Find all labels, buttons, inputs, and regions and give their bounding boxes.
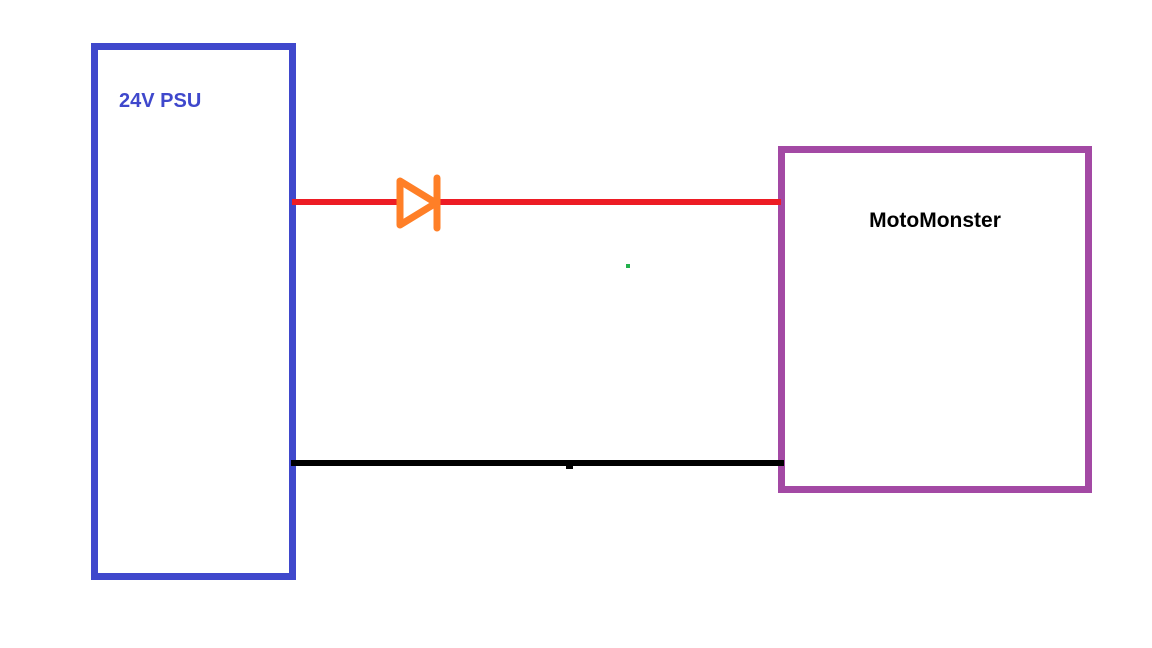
stray-green-dot — [626, 264, 630, 268]
wire-blemish-mark — [566, 466, 573, 469]
ground-wire — [291, 460, 784, 466]
psu-box: 24V PSU — [91, 43, 296, 580]
motomonster-label: MotoMonster — [869, 209, 1001, 232]
positive-wire — [292, 199, 781, 205]
motomonster-box: MotoMonster — [778, 146, 1092, 493]
psu-label: 24V PSU — [119, 90, 202, 112]
